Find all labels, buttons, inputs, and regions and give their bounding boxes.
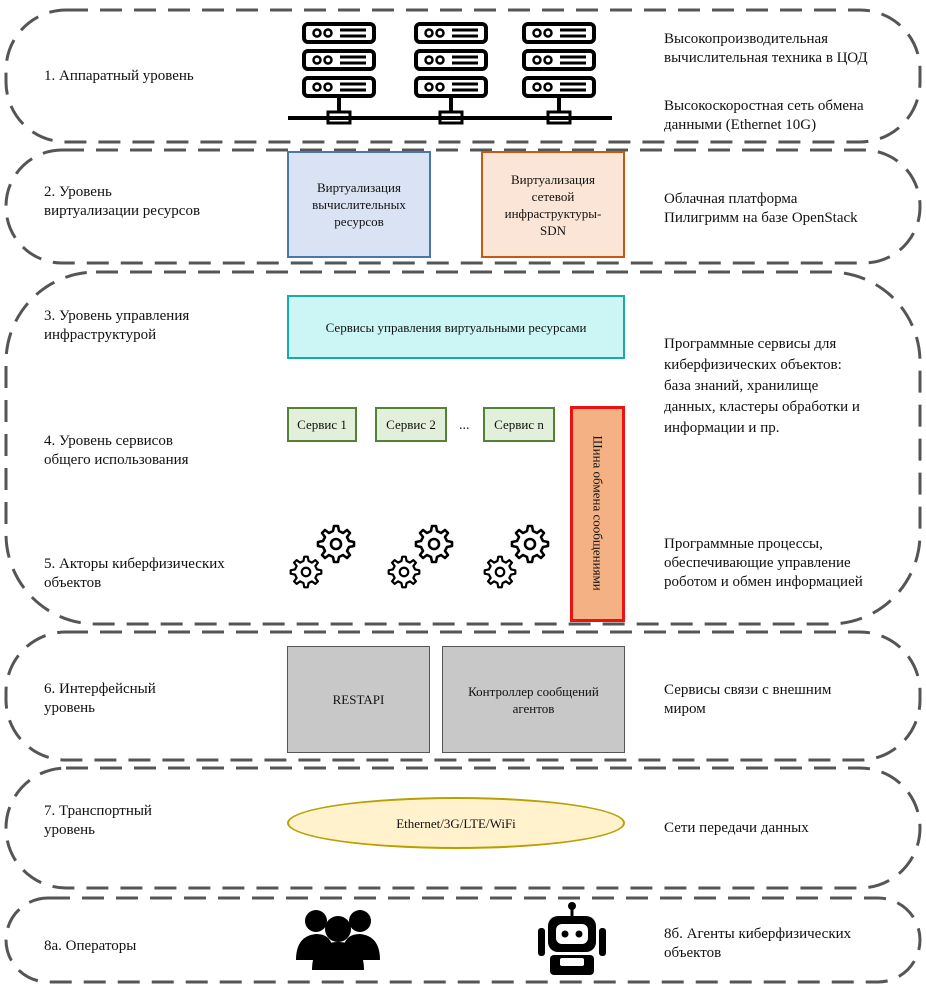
middle-services-desc: Программные сервисы для киберфизических … [664,336,860,436]
layer-middle-outline [4,270,922,626]
message-bus-label: Шина обмена сообщениями [590,435,606,591]
layer5-desc: Программные процессы, обеспечивающие упр… [664,536,863,590]
gears-icon [291,526,548,587]
layer2-label: 2. Уровень виртуализации ресурсов [44,184,201,219]
layer5-label: 5. Акторы киберфизических объектов [44,556,225,591]
users-group-icon [296,910,380,970]
network-virtualization-box: Виртуализация сетевой инфраструктуры- SD… [481,151,625,258]
layer2-desc: Облачная платформа Пилигримм на базе Ope… [664,191,858,226]
layer-virtualization-outline [4,148,922,265]
layer-hardware-outline [4,8,922,144]
service-1-box: Сервис 1 [287,407,357,442]
services-ellipsis: ... [459,418,470,433]
transport-ellipse: Ethernet/3G/LTE/WiFi [287,797,625,849]
compute-virtualization-box: Виртуализация вычислительных ресурсов [287,151,431,258]
message-bus-box [570,406,625,622]
server-rack-icon [288,24,612,123]
layer-transport-outline [4,766,922,890]
service-2-box: Сервис 2 [375,407,447,442]
layer1-label: 1. Аппаратный уровень [44,68,194,84]
layer1-desc-compute: Высокопроизводительная вычислительная те… [664,31,868,66]
layer1-desc-network: Высокоскоростная сеть обмена данными (Et… [664,98,864,133]
message-controller-box: Контроллер сообщений агентов [442,646,625,753]
layer3-label: 3. Уровень управления инфраструктурой [44,308,190,343]
layer7-label: 7. Транспортный уровень [44,803,152,838]
layer-operators-outline [4,896,922,984]
restapi-box: RESTAPI [287,646,430,753]
service-n-box: Сервис n [483,407,555,442]
robot-icon [538,902,606,975]
resource-management-services-box: Сервисы управления виртуальными ресурсам… [287,295,625,359]
layer6-label: 6. Интерфейсный уровень [44,681,156,716]
layer6-desc: Сервисы связи с внешним миром [664,682,832,717]
layer8a-label: 8а. Операторы [44,938,137,954]
layer-interface-outline [4,630,922,762]
layer4-label: 4. Уровень сервисов общего использования [44,433,189,468]
layer8b-label: 8б. Агенты киберфизических объектов [664,926,852,961]
layer7-desc: Сети передачи данных [664,820,809,836]
